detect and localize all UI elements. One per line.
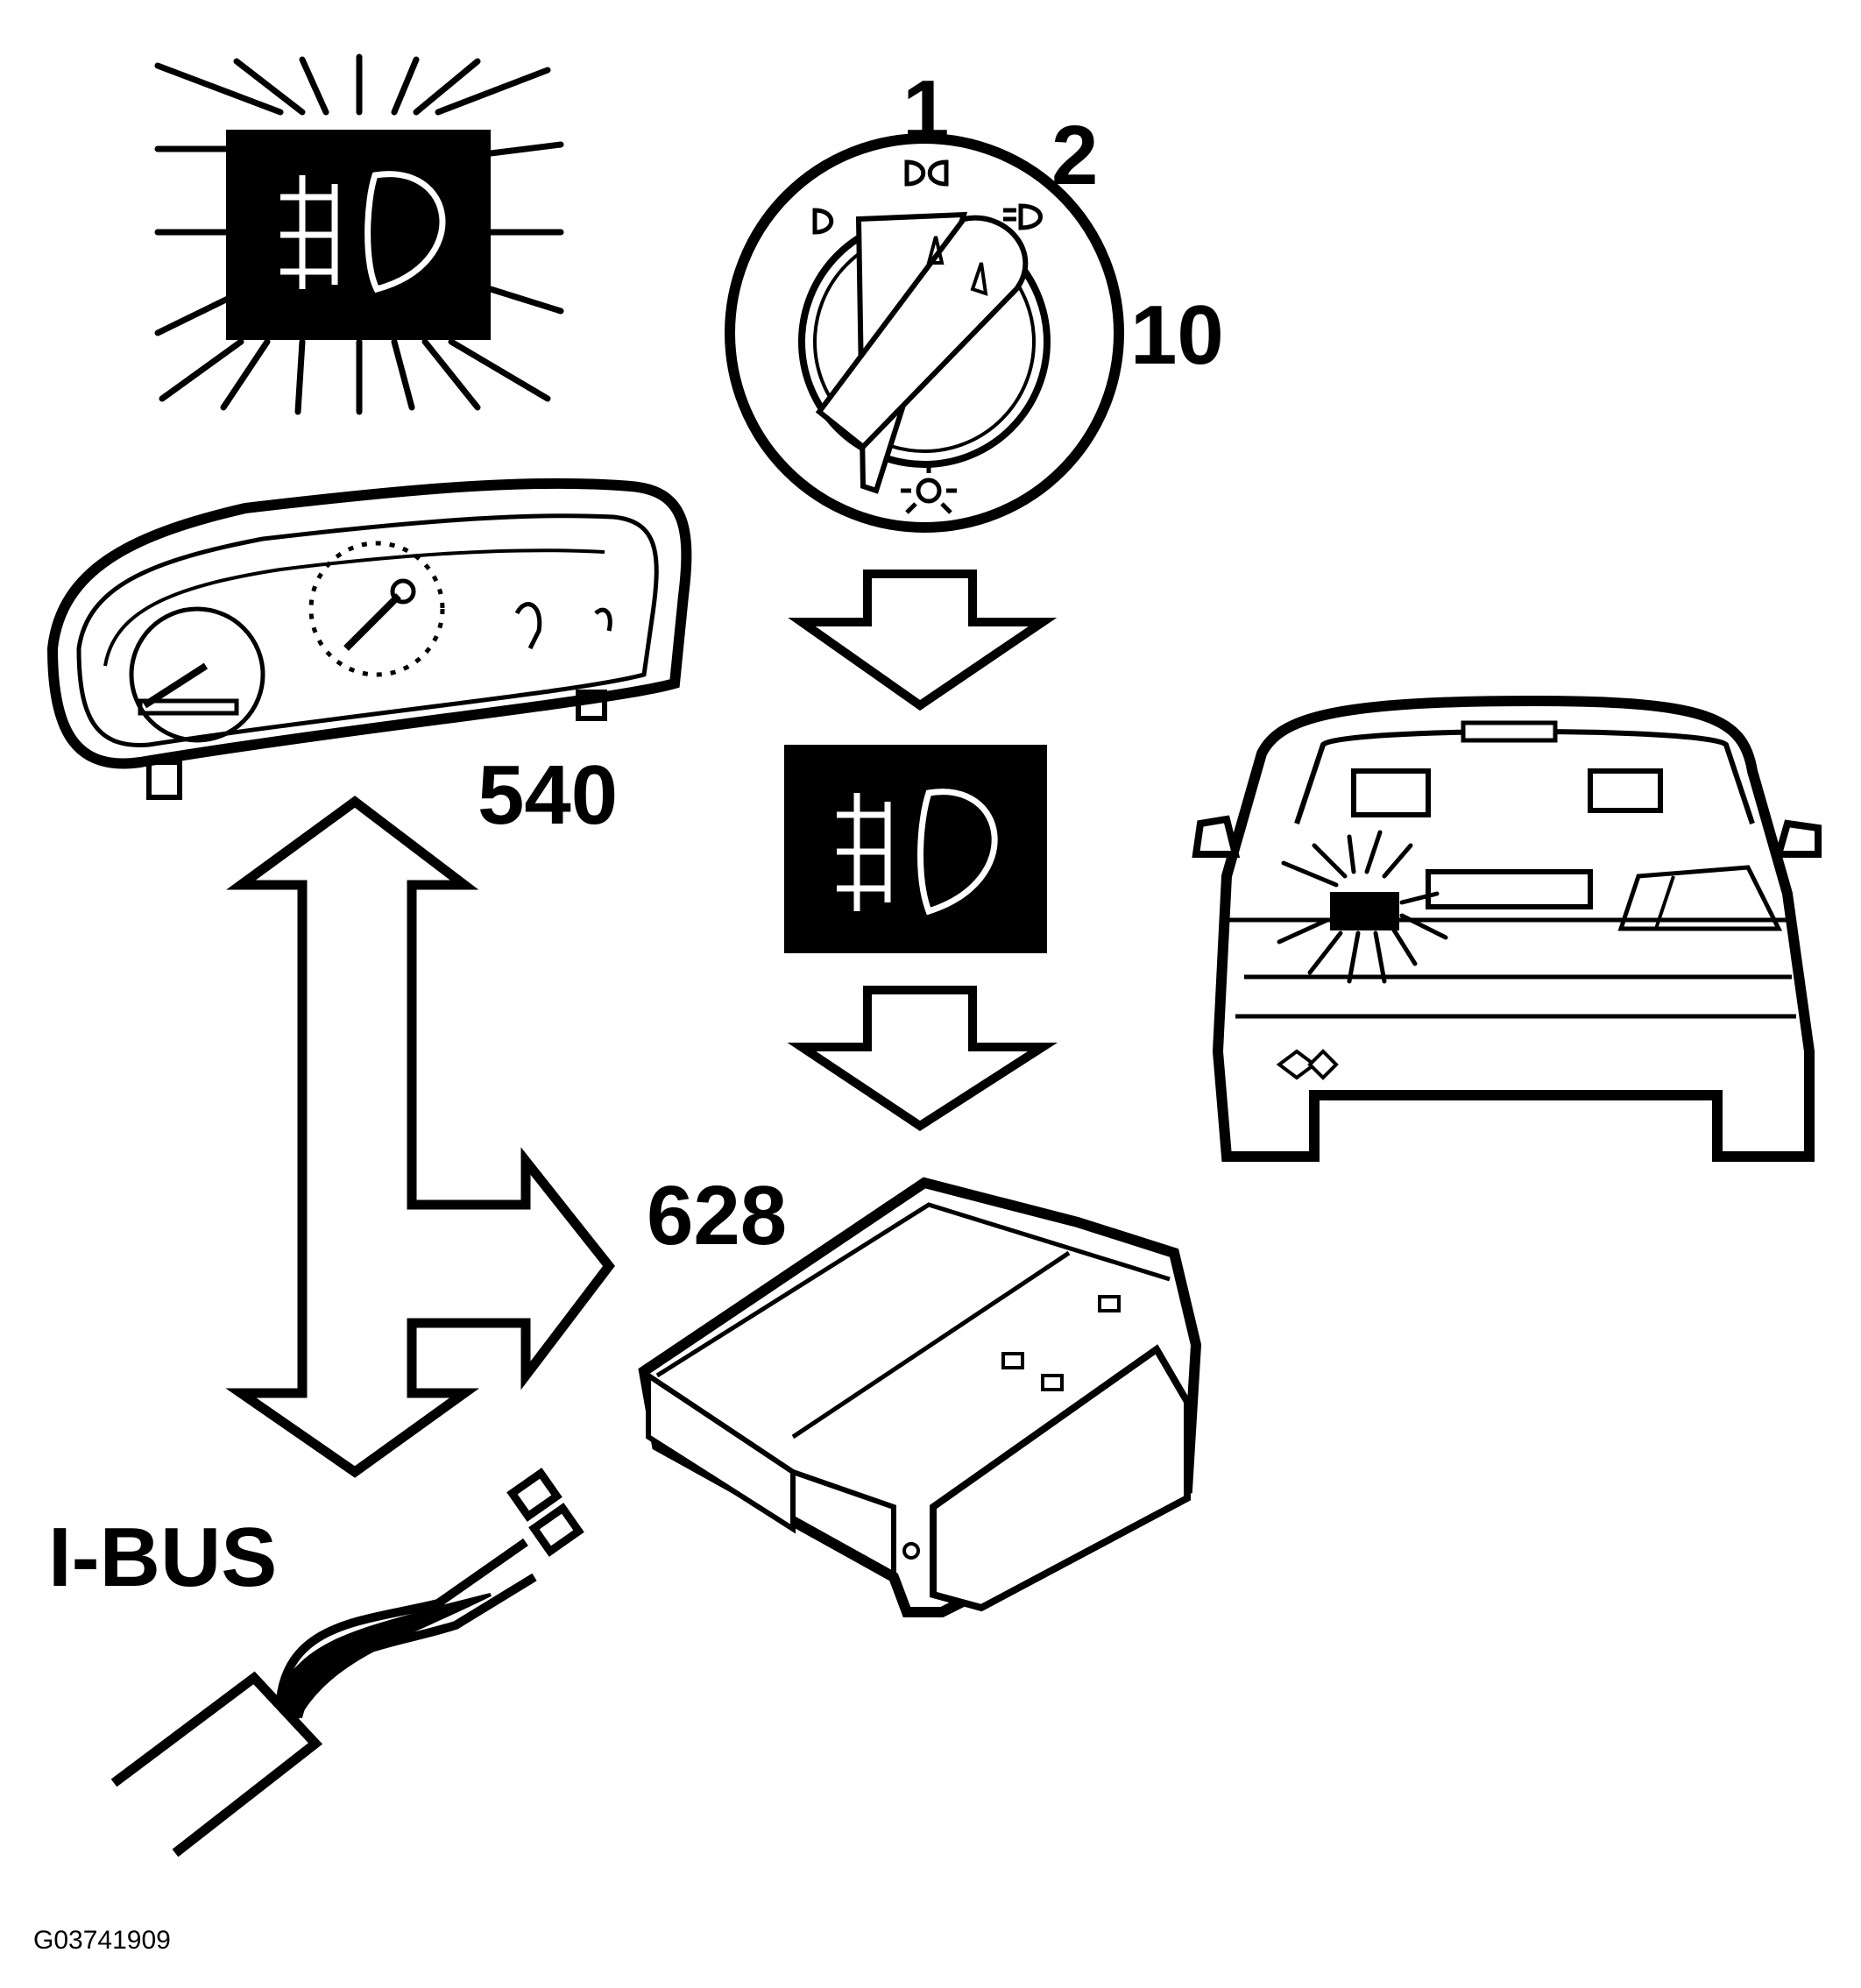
switch-position-2-label: 2	[1051, 109, 1099, 202]
dipped-beam-icon	[904, 159, 949, 187]
bus-cable	[110, 1468, 584, 1857]
control-module-number: 628	[647, 1169, 788, 1263]
bus-arrow	[225, 796, 615, 1478]
bus-label: I-BUS	[48, 1510, 278, 1604]
switch-position-1-label: 1	[902, 63, 950, 157]
instrument-cluster-number: 540	[478, 748, 619, 842]
figure-code: G03741909	[33, 1926, 171, 1955]
warning-lamp-rays	[154, 53, 564, 415]
fog-light-icon	[901, 464, 957, 514]
rear-fog-light-icon	[226, 130, 491, 340]
car-rear-view	[1192, 695, 1822, 1162]
control-module	[638, 1177, 1202, 1617]
headlight-icon	[1003, 203, 1043, 230]
instrument-cluster	[46, 478, 692, 800]
light-switch	[725, 131, 1124, 533]
sidelights-icon	[812, 208, 834, 235]
rear-fog-lamp-rays	[1277, 830, 1448, 984]
switch-symbols	[812, 159, 1043, 514]
rear-fog-light-icon	[784, 745, 1047, 953]
switch-position-10-label: 10	[1130, 288, 1224, 382]
arrow-down-2	[787, 986, 1058, 1131]
arrow-down-1	[788, 570, 1058, 711]
